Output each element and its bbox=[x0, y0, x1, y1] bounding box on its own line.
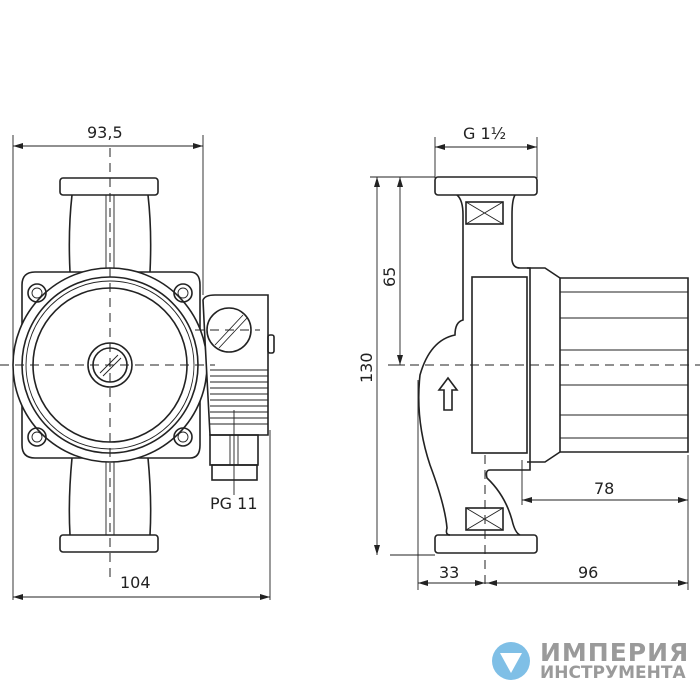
dim-96: 96 bbox=[578, 563, 598, 582]
brand-logo: ИМПЕРИЯ ИНСТРУМЕНТА bbox=[490, 640, 689, 682]
dim-78: 78 bbox=[594, 479, 614, 498]
dim-33: 33 bbox=[439, 563, 459, 582]
label-pg11: PG 11 bbox=[210, 494, 258, 513]
flow-arrow-icon bbox=[437, 376, 459, 411]
dim-130: 130 bbox=[357, 352, 376, 383]
logo-line2: ИНСТРУМЕНТА bbox=[540, 663, 686, 683]
side-view: G 1½ 130 65 78 33 96 bbox=[357, 124, 700, 590]
logo-icon bbox=[492, 642, 530, 680]
screw-icons bbox=[27, 283, 193, 447]
terminal-box bbox=[202, 294, 275, 495]
dim-65: 65 bbox=[380, 267, 399, 287]
dim-104: 104 bbox=[120, 573, 151, 592]
dim-g-1-1-2: G 1½ bbox=[463, 124, 506, 143]
front-view: 93,5 104 PG 11 bbox=[0, 123, 275, 600]
dim-93-5: 93,5 bbox=[87, 123, 123, 142]
logo-line1: ИМПЕРИЯ bbox=[540, 638, 690, 667]
